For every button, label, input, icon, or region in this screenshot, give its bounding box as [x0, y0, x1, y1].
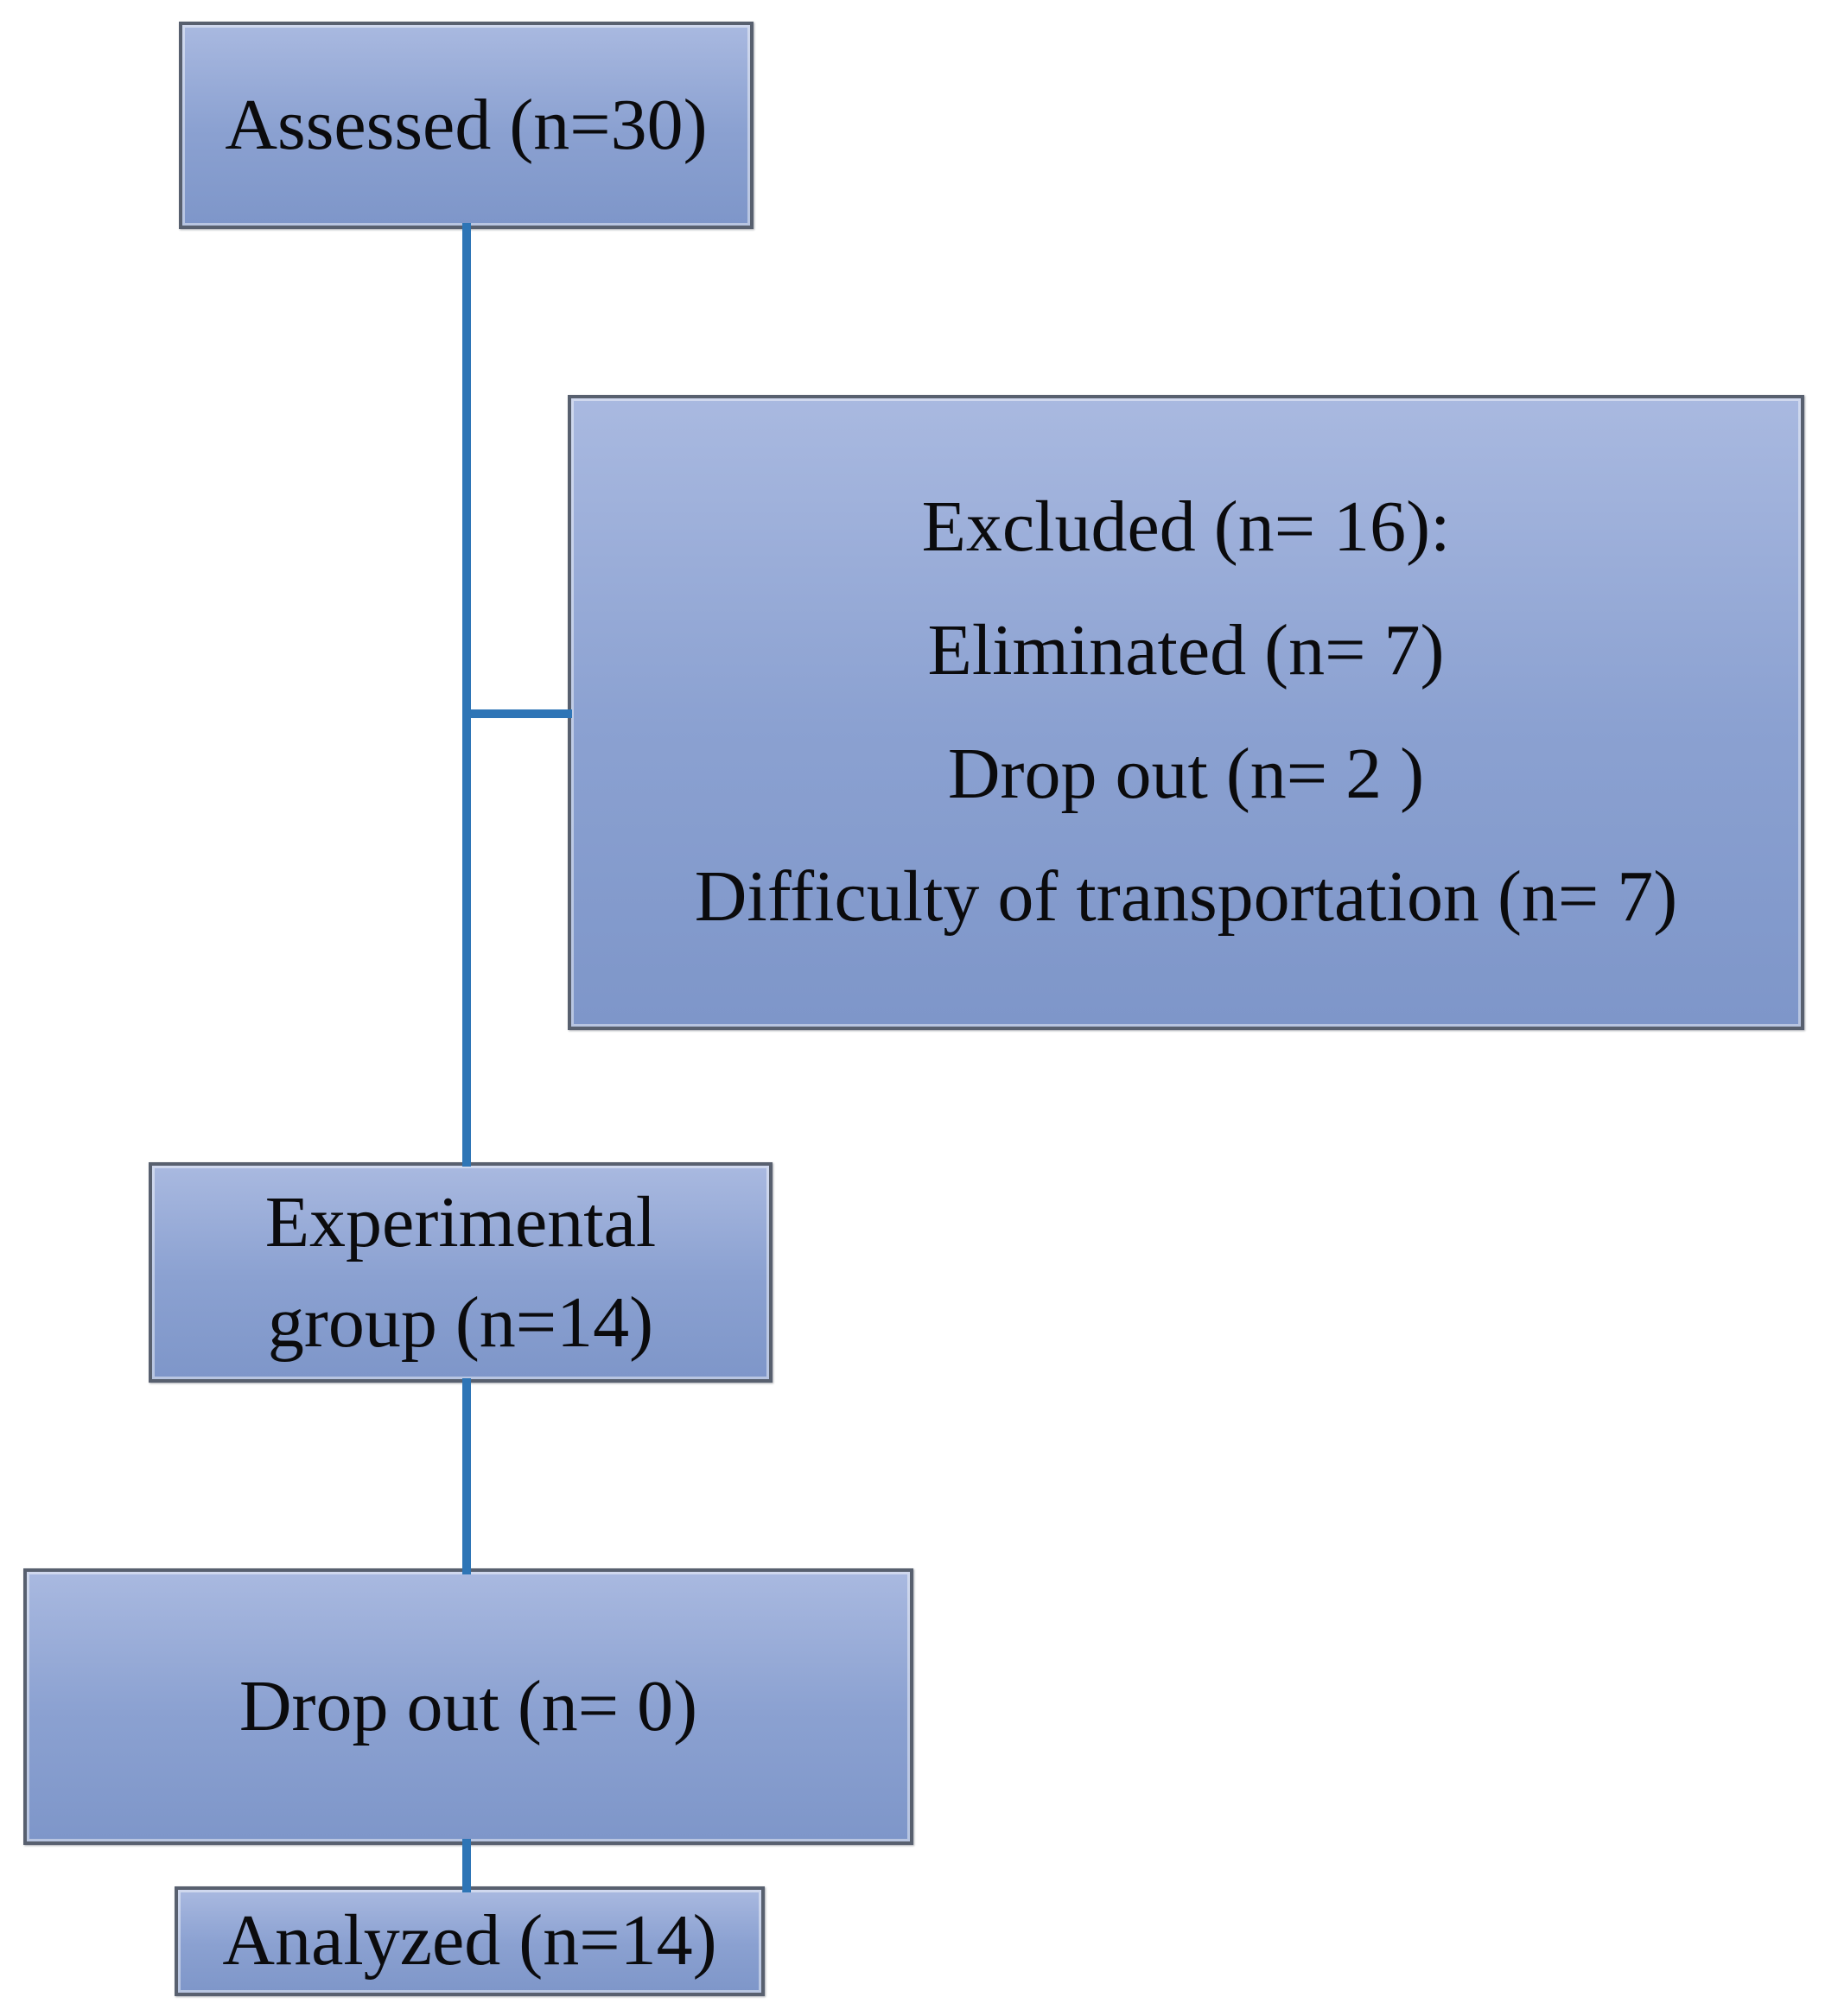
connector-assessed-to-experimental — [462, 223, 471, 1167]
connector-dropout-to-analyzed — [462, 1839, 471, 1892]
excluded-title: Excluded (n= 16): — [921, 486, 1451, 567]
experimental-label-line1: Experimental — [264, 1182, 657, 1263]
dropout-label: Drop out (n= 0) — [238, 1665, 698, 1746]
analyzed-label: Analyzed (n=14) — [222, 1900, 717, 1981]
experimental-label-line2: group (n=14) — [267, 1281, 654, 1363]
connector-experimental-to-dropout — [462, 1378, 471, 1574]
excluded-item-dropout: Drop out (n= 2 ) — [947, 733, 1425, 814]
connector-branch-to-excluded — [462, 709, 572, 718]
flow-node-assessed: Assessed (n=30) — [179, 22, 754, 229]
assessed-label: Assessed (n=30) — [225, 84, 708, 165]
flow-node-analyzed: Analyzed (n=14) — [175, 1886, 765, 1996]
flow-node-dropout: Drop out (n= 0) — [23, 1568, 913, 1845]
excluded-item-transportation: Difficulty of transportation (n= 7) — [694, 856, 1678, 938]
excluded-item-eliminated: Eliminated (n= 7) — [927, 609, 1445, 690]
flow-node-excluded: Excluded (n= 16): Eliminated (n= 7) Drop… — [568, 395, 1804, 1030]
flow-node-experimental-group: Experimental group (n=14) — [149, 1162, 773, 1383]
